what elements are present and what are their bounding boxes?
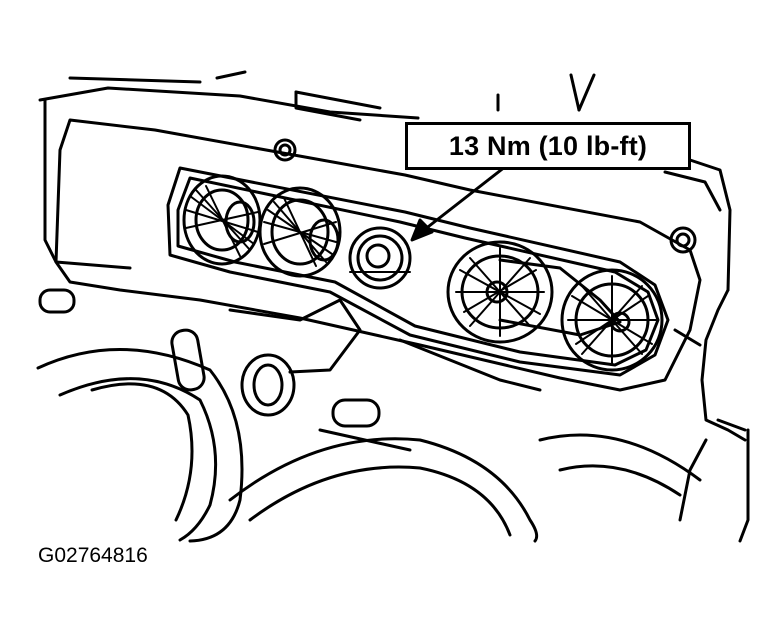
figure-id-label: G02764816 <box>38 544 148 567</box>
top-marks <box>68 70 596 112</box>
left-sprockets <box>182 174 342 278</box>
gasket-panel <box>54 118 702 392</box>
callout-arrow <box>410 161 512 242</box>
torque-spec-text: 13 Nm (10 lb-ft) <box>448 130 648 161</box>
cylinder-bores <box>36 338 702 543</box>
torque-spec-callout: 13 Nm (10 lb-ft) <box>405 122 691 170</box>
right-sprockets <box>446 240 664 372</box>
casting-edge-right <box>716 418 750 543</box>
tensioner-bolt <box>348 226 412 290</box>
port-features <box>38 288 381 428</box>
